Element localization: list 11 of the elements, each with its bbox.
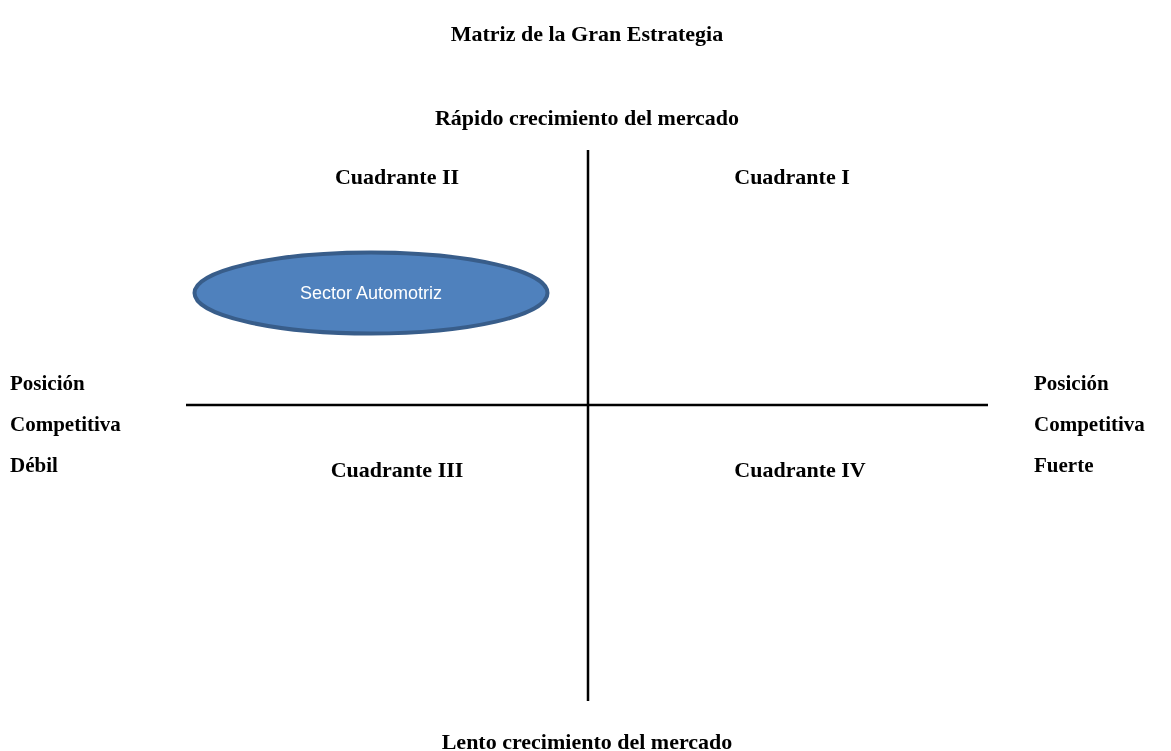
- quadrant-label: Cuadrante III: [330, 459, 464, 481]
- quadrant-label: Cuadrante IV: [734, 459, 866, 481]
- axis-label: Rápido crecimiento del mercado: [434, 107, 740, 129]
- diagram-title: Matriz de la Gran Estrategia: [450, 23, 724, 45]
- node-text: Sector Automotriz: [299, 282, 443, 304]
- quadrant-label: Cuadrante II: [334, 166, 460, 188]
- axis-label: Lento crecimiento del mercado: [441, 731, 733, 751]
- quadrant-label: Cuadrante I: [734, 166, 850, 188]
- ellipse-node: [192, 250, 550, 336]
- axis-label: Posición Competitiva Fuerte: [1034, 370, 1146, 479]
- axis-label: Posición Competitiva Débil: [10, 370, 122, 479]
